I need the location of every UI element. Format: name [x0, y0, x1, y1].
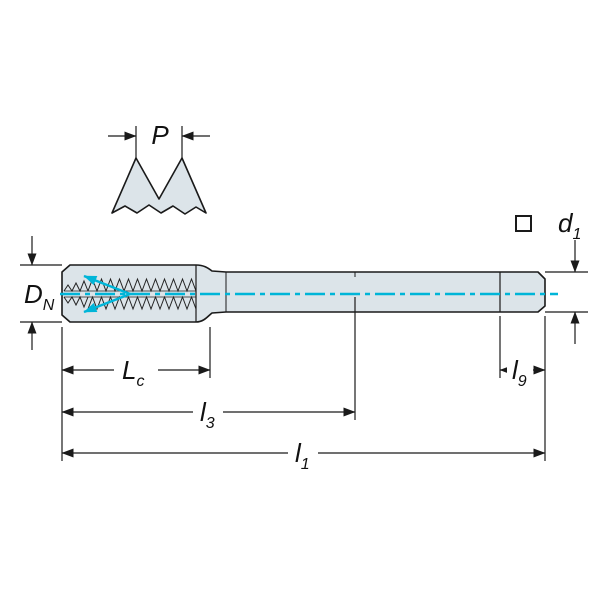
dn-dimension	[20, 236, 62, 350]
thread-profile-detail: P	[108, 120, 210, 215]
l3-label-mask	[193, 399, 223, 424]
spiral-point-arrows	[83, 274, 131, 314]
pitch-label: P	[151, 120, 169, 150]
d1-dimension	[545, 240, 588, 344]
l9-label: l9	[512, 355, 527, 390]
spiral-arrow-upper	[83, 274, 131, 296]
l3-dimension: l3	[61, 397, 356, 432]
l9-label-mask	[507, 357, 533, 382]
spiral-arrow-lower	[83, 292, 131, 314]
thread-hatch-bottom	[87, 295, 197, 311]
lc-label-mask	[114, 356, 158, 382]
thread-profile-shape	[111, 157, 207, 215]
tap-body	[60, 264, 558, 323]
l1-dimension: l1	[61, 438, 546, 473]
l1-label-mask	[288, 440, 318, 465]
l9-dimension: l9	[499, 355, 546, 390]
thread-section	[63, 277, 197, 311]
lc-label: Lc	[122, 355, 144, 390]
dn-label: DN	[24, 279, 55, 314]
l3-label: l3	[200, 397, 215, 432]
lc-dimension: Lc	[61, 355, 211, 390]
square-drive-icon	[515, 215, 532, 232]
d1-label: d1	[558, 208, 581, 243]
l1-label: l1	[295, 438, 310, 473]
